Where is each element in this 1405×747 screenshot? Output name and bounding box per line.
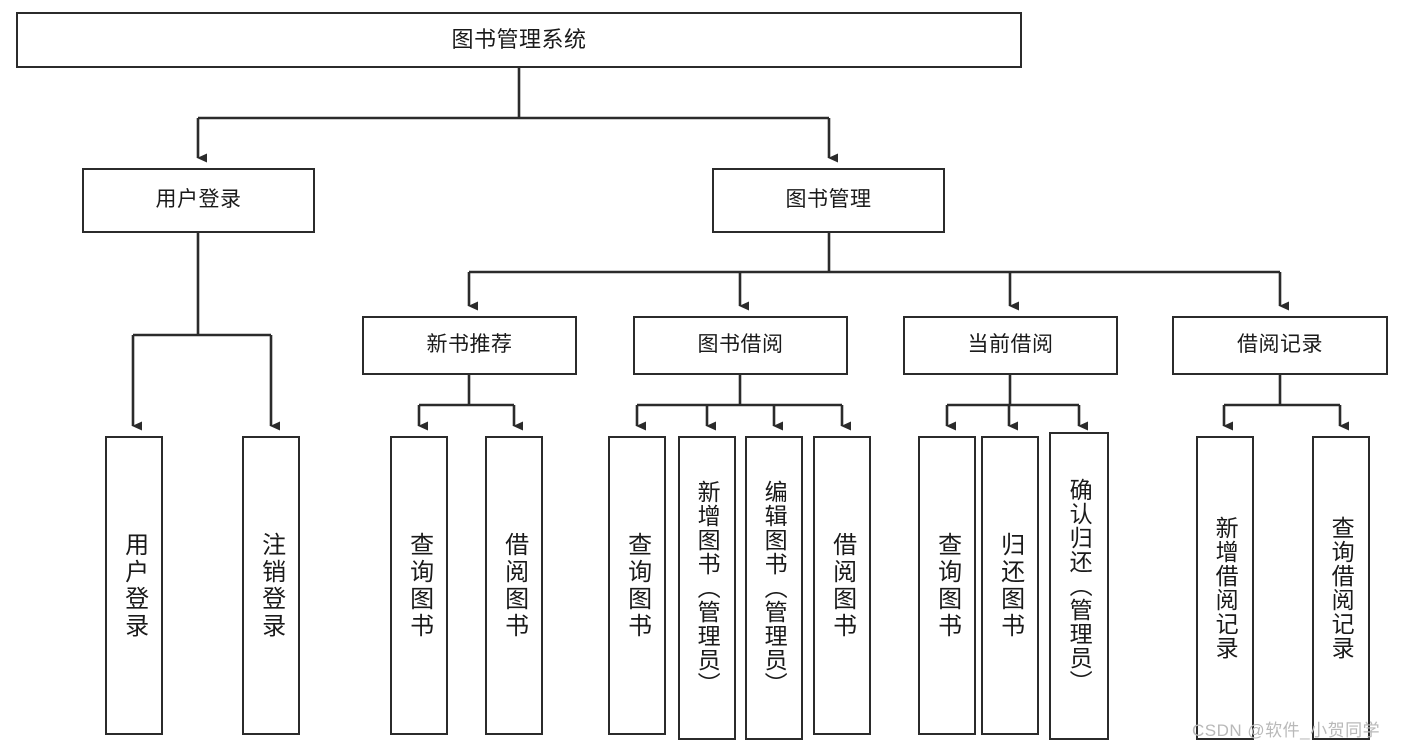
node-current-borrow[interactable]: 当前借阅: [903, 316, 1118, 375]
leaf-return-book[interactable]: 归还图书: [981, 436, 1039, 735]
leaf-borrow-book-recommend[interactable]: 借阅图书: [485, 436, 543, 735]
csdn-watermark: CSDN @软件_小贺同学: [1192, 721, 1381, 740]
node-label: 图书管理: [785, 188, 872, 212]
node-label: 新增借阅记录: [1212, 516, 1239, 660]
leaf-borrow-book[interactable]: 借阅图书: [813, 436, 871, 735]
node-label: 借阅图书: [500, 531, 528, 640]
node-label: 注销登录: [257, 531, 285, 640]
node-borrow-record[interactable]: 借阅记录: [1172, 316, 1388, 375]
node-label: 编辑图书（管理员）: [761, 480, 788, 696]
node-label: 图书管理系统: [451, 27, 587, 53]
node-label: 当前借阅: [967, 333, 1054, 357]
leaf-query-book-recommend[interactable]: 查询图书: [390, 436, 448, 735]
node-label: 查询图书: [623, 531, 651, 640]
leaf-query-book-borrow[interactable]: 查询图书: [608, 436, 666, 735]
node-label: 借阅图书: [828, 531, 856, 640]
node-label: 图书借阅: [697, 333, 784, 357]
leaf-confirm-return-admin[interactable]: 确认归还（管理员）: [1049, 432, 1109, 740]
node-label: 归还图书: [996, 531, 1024, 640]
node-label: 查询借阅记录: [1328, 516, 1355, 660]
node-label: 新书推荐: [426, 333, 513, 357]
node-root-library-system[interactable]: 图书管理系统: [16, 12, 1022, 68]
leaf-add-book-admin[interactable]: 新增图书（管理员）: [678, 436, 736, 740]
node-label: 用户登录: [120, 531, 148, 640]
node-label: 查询图书: [933, 531, 961, 640]
leaf-edit-book-admin[interactable]: 编辑图书（管理员）: [745, 436, 803, 740]
node-user-login[interactable]: 用户登录: [82, 168, 315, 233]
node-book-management[interactable]: 图书管理: [712, 168, 945, 233]
leaf-user-login[interactable]: 用户登录: [105, 436, 163, 735]
leaf-query-book-current[interactable]: 查询图书: [918, 436, 976, 735]
node-label: 新增图书（管理员）: [694, 480, 721, 696]
leaf-add-borrow-record[interactable]: 新增借阅记录: [1196, 436, 1254, 740]
leaf-user-logout[interactable]: 注销登录: [242, 436, 300, 735]
node-label: 确认归还（管理员）: [1066, 478, 1093, 694]
node-label: 用户登录: [155, 188, 242, 212]
node-book-borrow[interactable]: 图书借阅: [633, 316, 848, 375]
node-label: 查询图书: [405, 531, 433, 640]
leaf-query-borrow-record[interactable]: 查询借阅记录: [1312, 436, 1370, 740]
node-label: 借阅记录: [1237, 333, 1323, 357]
node-new-book-recommend[interactable]: 新书推荐: [362, 316, 577, 375]
